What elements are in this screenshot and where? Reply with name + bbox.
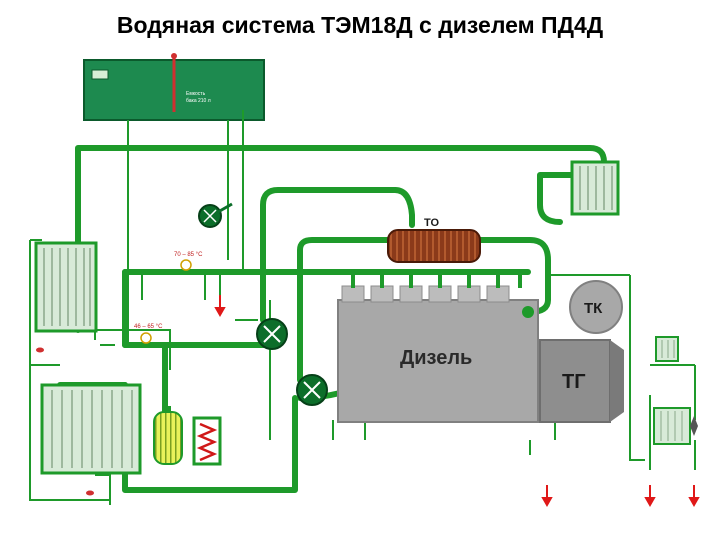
thermostat-icon — [522, 306, 534, 318]
fan-icon — [690, 416, 698, 436]
oil-cooler: ТО — [387, 217, 481, 263]
diesel-engine: Дизель — [337, 272, 539, 423]
water-pump-second — [296, 374, 328, 406]
temp-range-2: 46 – 65 °C — [134, 324, 163, 330]
tank-caption-1: Емкость — [186, 91, 206, 97]
water-heater — [153, 406, 183, 465]
generator-label: ТГ — [562, 371, 586, 393]
expansion-tank: Емкость бака 210 л — [83, 53, 265, 121]
drain-arrows — [214, 295, 700, 508]
valve-markers — [36, 347, 94, 496]
oil-cooler-label: ТО — [424, 217, 439, 229]
engine-label: Дизель — [400, 347, 472, 369]
tank-caption-2: бака 210 л — [186, 98, 211, 104]
radiator-top-right — [570, 160, 620, 216]
level-gauge-icon — [91, 69, 109, 80]
radiator-top-left — [34, 241, 98, 333]
cylinder-heads — [341, 285, 510, 303]
radiator-bottom-left — [40, 383, 142, 475]
temperature-gauge-1: 70 – 85 °C — [174, 252, 203, 271]
turbocharger-label: ТК — [584, 300, 603, 317]
electric-heater — [192, 416, 222, 466]
turbocharger: ТК — [569, 280, 623, 334]
water-pump-top — [198, 202, 233, 228]
radiator-with-fan-right — [653, 407, 698, 445]
small-radiator-right — [655, 336, 679, 362]
diagram-title: Водяная система ТЭМ18Д с дизелем ПД4Д — [116, 12, 604, 38]
heating-coil-icon — [196, 422, 218, 462]
temperature-gauge-2: 46 – 65 °C — [134, 324, 163, 344]
traction-generator: ТГ — [539, 339, 624, 423]
temp-range-1: 70 – 85 °C — [174, 252, 203, 258]
water-pump-main — [256, 318, 288, 350]
